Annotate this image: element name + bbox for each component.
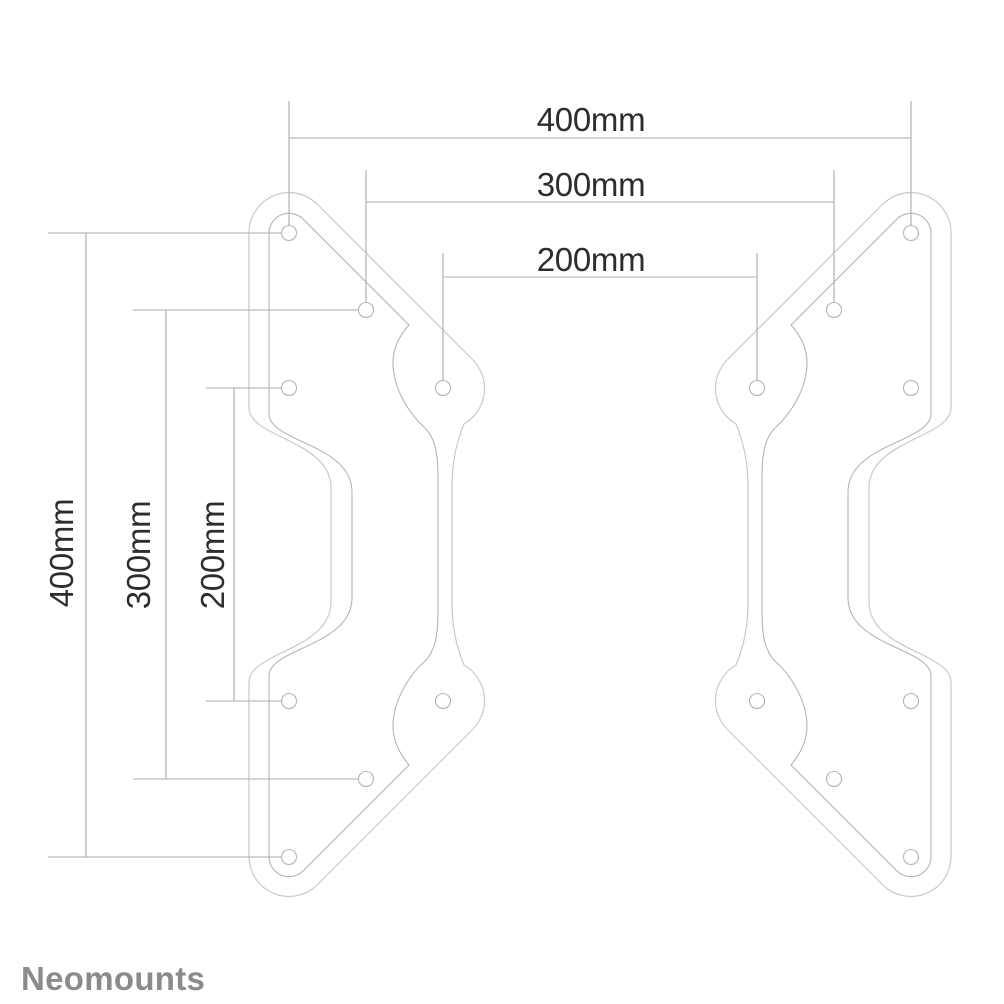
mounting-hole	[434, 692, 452, 710]
left-plate-outer-contour	[248, 191, 486, 898]
mounting-hole	[357, 770, 375, 788]
left-plate-inner-contour	[268, 212, 439, 878]
mounting-hole	[280, 379, 298, 397]
mounting-hole	[902, 379, 920, 397]
mounting-hole	[902, 848, 920, 866]
dim-label-left-300: 300mm	[120, 501, 157, 610]
mounting-hole	[748, 692, 766, 710]
dim-label-left-400: 400mm	[43, 499, 80, 608]
mounting-hole	[902, 224, 920, 242]
mounting-hole	[825, 301, 843, 319]
dim-label-top-400: 400mm	[537, 101, 646, 138]
right-plate	[714, 191, 952, 898]
brand-logo: Neomounts	[21, 960, 205, 997]
mounting-hole	[280, 848, 298, 866]
mounting-holes	[280, 224, 920, 866]
mounting-hole	[825, 770, 843, 788]
left-plate	[248, 191, 486, 898]
dim-label-top-300: 300mm	[537, 166, 646, 203]
right-plate-inner-contour	[761, 212, 932, 878]
mounting-hole	[280, 224, 298, 242]
top-dimension-lines	[288, 101, 912, 380]
mounting-hole	[902, 692, 920, 710]
mounting-hole	[280, 692, 298, 710]
dim-label-left-200: 200mm	[194, 501, 231, 610]
mounting-hole	[434, 379, 452, 397]
mounting-hole	[748, 379, 766, 397]
right-plate-outer-contour	[714, 191, 952, 898]
left-dimension-lines	[48, 232, 358, 858]
dimension-labels: 400mm 300mm 200mm 400mm 300mm 200mm	[43, 101, 646, 610]
mounting-hole	[357, 301, 375, 319]
dim-label-top-200: 200mm	[537, 241, 646, 278]
